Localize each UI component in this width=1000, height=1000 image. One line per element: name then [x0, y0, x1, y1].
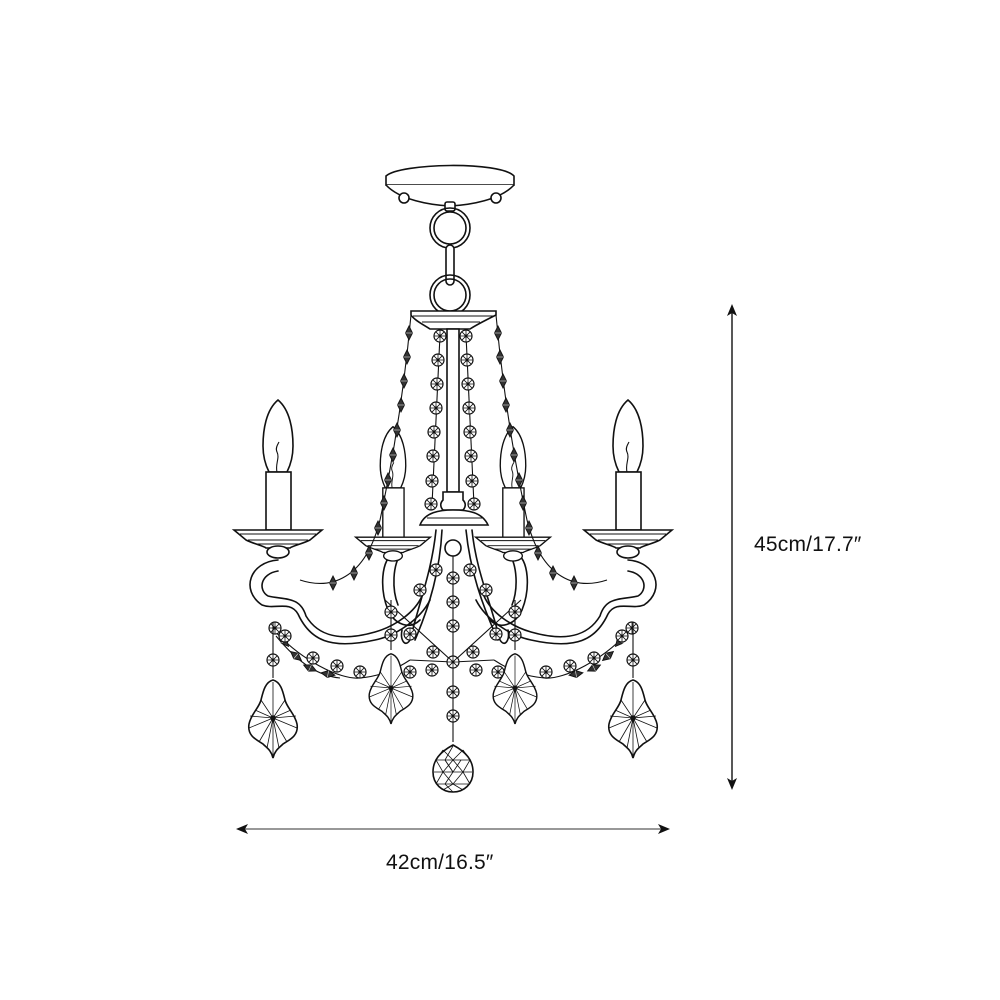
crystal-ball — [432, 744, 474, 793]
ceiling-canopy — [385, 164, 515, 212]
center-column — [418, 328, 490, 557]
crystal-drop-inner-left — [368, 653, 414, 725]
side-drop-strands — [266, 600, 640, 678]
width-dimension-label: 42cm/16.5″ — [386, 851, 494, 874]
clear-bead-strands — [424, 329, 481, 511]
candle-outer-right — [583, 399, 673, 559]
crystal-drop-outer-right — [607, 679, 659, 759]
chain — [429, 207, 471, 316]
candle-outer-left — [233, 399, 323, 559]
crystal-drop-outer-left — [247, 679, 299, 759]
width-dimension-arrow — [236, 824, 670, 834]
height-dimension-label: 45cm/17.7″ — [754, 533, 862, 556]
crystal-drop-inner-right — [492, 653, 538, 725]
dark-bead-strands — [299, 314, 608, 591]
height-dimension-arrow — [727, 304, 737, 790]
crown — [410, 310, 497, 330]
candle-inner-left — [354, 426, 432, 562]
center-drop — [432, 556, 474, 793]
